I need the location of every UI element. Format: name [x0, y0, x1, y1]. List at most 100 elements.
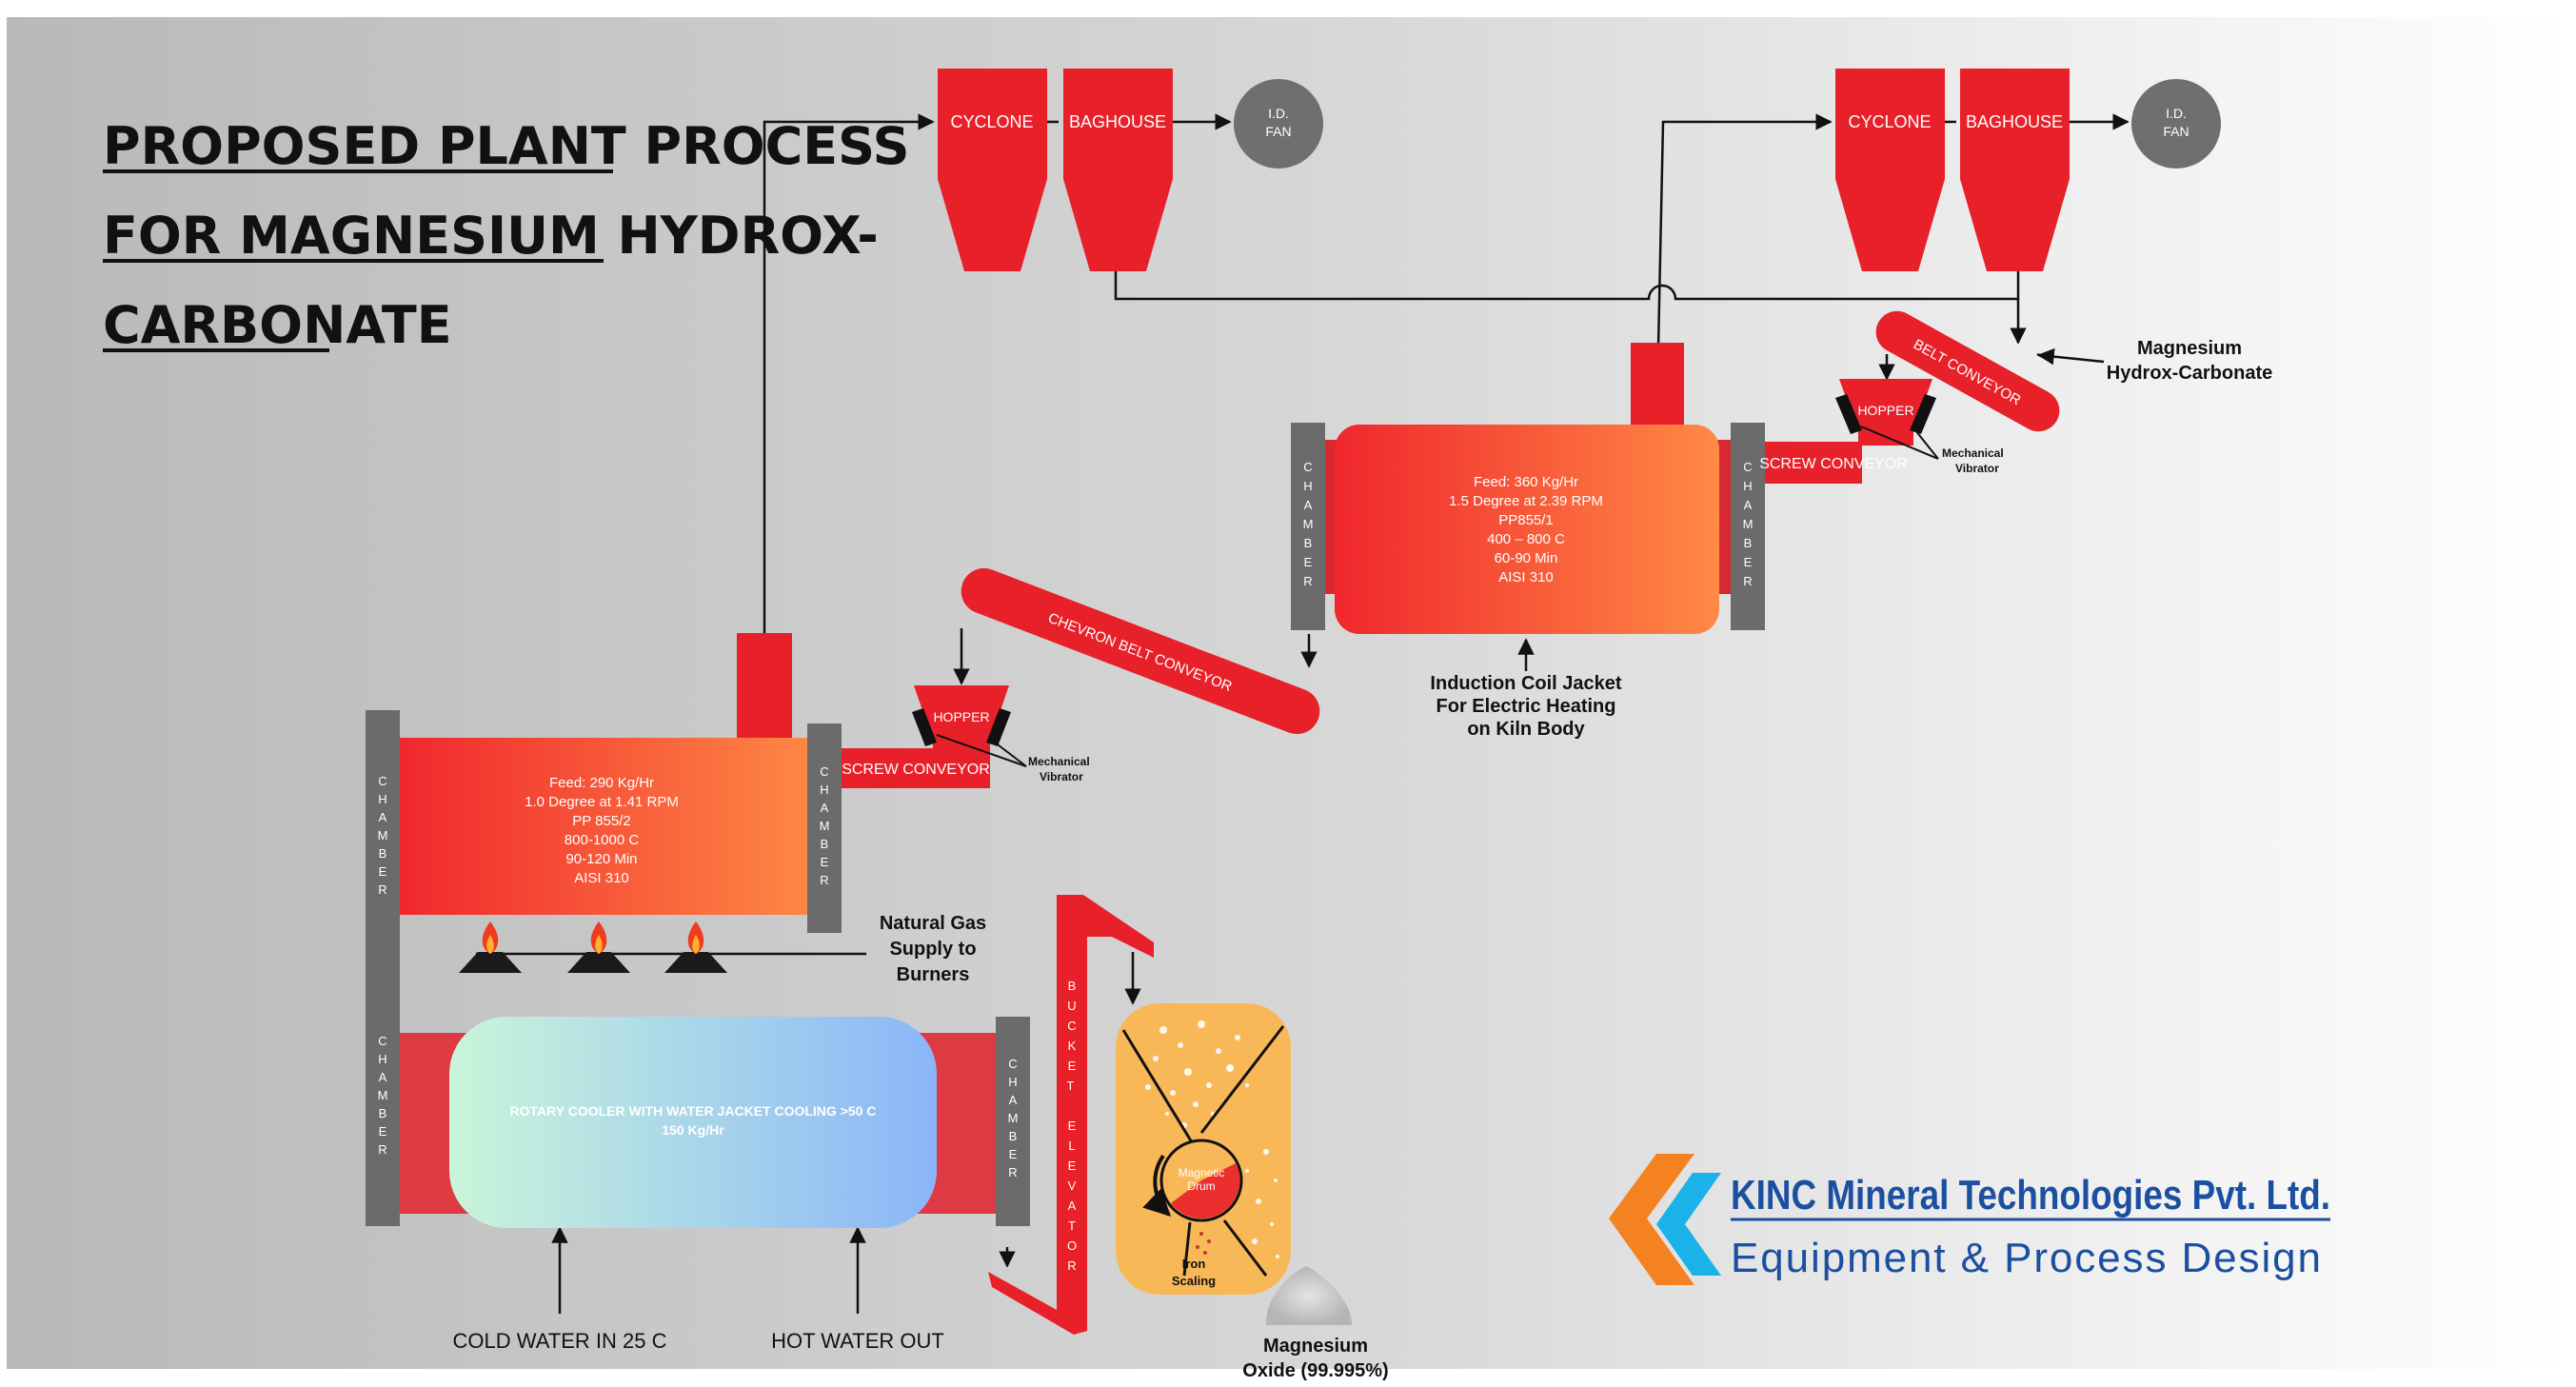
upper-kiln-chamber-left	[1291, 423, 1325, 630]
bucket-elevator-body	[988, 895, 1154, 1335]
iron-scaling-particles	[1196, 1232, 1211, 1255]
upper-hopper-label: HOPPER	[1857, 403, 1913, 418]
induction-label-3: on Kiln Body	[1467, 719, 1585, 740]
upper-vibrator-label-2: Vibrator	[1955, 462, 1999, 475]
upper-kiln-temp: 400 – 800 C	[1487, 531, 1565, 547]
upper-kiln-stack	[1631, 343, 1684, 426]
upper-kiln-feed: Feed: 360 Kg/Hr	[1474, 474, 1578, 490]
upper-kiln-specs: Feed: 360 Kg/Hr 1.5 Degree at 2.39 RPM P…	[1449, 474, 1603, 585]
baghouse-1	[1063, 69, 1173, 271]
id-fan-1-label-top: I.D.	[1268, 106, 1289, 121]
product-label-1: Magnesium	[1263, 1336, 1368, 1357]
page-title: PROPOSED PLANT PROCESS FOR MAGNESIUM HYD…	[103, 116, 910, 355]
upper-vibrator-label-1: Mechanical	[1942, 446, 2004, 460]
lower-kiln-model: PP 855/2	[572, 813, 630, 829]
lower-kiln-slope: 1.0 Degree at 1.41 RPM	[525, 794, 679, 810]
lower-screw-conveyor-label: SCREW CONVEYOR	[842, 762, 990, 778]
magnesium-oxide-pile	[1265, 1266, 1352, 1325]
dust-collection-unit-1: CYCLONE BAGHOUSE I.D. FAN	[938, 69, 1323, 271]
baghouse-1-label: BAGHOUSE	[1069, 112, 1166, 131]
id-fan-1	[1234, 79, 1323, 168]
baghouse-2-label: BAGHOUSE	[1966, 112, 2063, 131]
hot-water-label: HOT WATER OUT	[771, 1329, 944, 1353]
id-fan-2-label-bottom: FAN	[2163, 124, 2189, 139]
logo-chevron-cyan	[1656, 1173, 1721, 1276]
separator-chute	[1222, 1219, 1268, 1277]
lower-kiln-temp: 800-1000 C	[565, 832, 640, 848]
upper-vibrator-line-1	[1860, 426, 1939, 460]
lower-kiln-feed: Feed: 290 Kg/Hr	[549, 775, 654, 791]
lower-kiln-time: 90-120 Min	[565, 851, 637, 867]
iron-scaling-label-1: Iron	[1182, 1257, 1206, 1271]
induction-label-2: For Electric Heating	[1437, 696, 1616, 717]
burner-2	[567, 921, 630, 973]
upper-kiln-chamber-right	[1731, 423, 1765, 630]
magnetic-drum-segment	[1171, 1163, 1240, 1219]
cooler-capacity: 150 Kg/Hr	[662, 1122, 724, 1138]
cooler-chamber-right	[996, 1017, 1030, 1226]
cyclone-1-label: CYCLONE	[950, 112, 1033, 131]
dust-collection-unit-2: CYCLONE BAGHOUSE I.D. FAN	[1835, 69, 2221, 271]
feed-label-1: Magnesium	[2137, 338, 2242, 359]
cooler-body	[449, 1017, 937, 1228]
company-logo: KINC Mineral Technologies Pvt. Ltd. Equi…	[1609, 1154, 2330, 1285]
magnetic-drum-label-1: Magnetic	[1179, 1166, 1225, 1179]
separator-splitter	[1182, 1221, 1192, 1277]
lower-kiln-stack	[737, 633, 792, 738]
burner-1	[459, 921, 522, 973]
lower-hopper-label: HOPPER	[933, 709, 989, 724]
cold-water-label: COLD WATER IN 25 C	[453, 1329, 667, 1353]
lower-kiln-chamber-left	[366, 710, 400, 1226]
upper-kiln-model: PP855/1	[1498, 512, 1554, 528]
lower-kiln-specs: Feed: 290 Kg/Hr 1.0 Degree at 1.41 RPM P…	[525, 775, 679, 886]
logo-company-name: KINC Mineral Technologies Pvt. Ltd.	[1731, 1172, 2330, 1219]
cyclone-1	[938, 69, 1047, 271]
upper-kiln-material: AISI 310	[1498, 569, 1554, 585]
upper-vibrator-line-2	[1914, 429, 1939, 460]
flow-lines	[476, 113, 2130, 1314]
upper-hopper	[1839, 379, 1932, 432]
separator-baffle-right	[1199, 1025, 1285, 1134]
title-line-3: CARBONATE	[103, 295, 452, 355]
id-fan-2-label-top: I.D.	[2166, 106, 2187, 121]
powder-particles	[1145, 1020, 1279, 1258]
gas-label-2: Supply to	[889, 939, 976, 960]
id-fan-1-label-bottom: FAN	[1265, 124, 1291, 139]
separator-baffle-left	[1121, 1029, 1194, 1143]
annotations: Magnesium Hydrox-Carbonate Induction Coi…	[453, 338, 2273, 1381]
title-line-1: PROPOSED PLANT PROCESS	[103, 116, 910, 176]
upper-kiln-slope: 1.5 Degree at 2.39 RPM	[1449, 493, 1603, 509]
lower-screw-conveyor	[842, 748, 990, 788]
magnetic-separator: Magnetic Drum Iron Scaling	[1116, 1003, 1352, 1325]
cooler-title: ROTARY COOLER WITH WATER JACKET COOLING …	[510, 1103, 877, 1119]
lower-hopper	[914, 685, 1009, 741]
lower-vibrator-line-1	[936, 734, 1027, 767]
induction-label-1: Induction Coil Jacket	[1430, 673, 1621, 694]
product-label-2: Oxide (99.995%)	[1242, 1360, 1388, 1381]
burner-3	[664, 921, 727, 973]
baghouse-2	[1960, 69, 2070, 271]
id-fan-2	[2131, 79, 2221, 168]
upper-screw-conveyor-label: SCREW CONVEYOR	[1759, 456, 1908, 472]
cyclone-2-label: CYCLONE	[1848, 112, 1931, 131]
lower-kiln-chamber-right	[807, 723, 842, 933]
feed-label-2: Hydrox-Carbonate	[2107, 363, 2272, 384]
lower-vibrator-label-2: Vibrator	[1040, 770, 1083, 783]
upper-kiln-body	[1335, 425, 1719, 634]
lower-kiln-material: AISI 310	[574, 870, 629, 886]
feed-material-arrow	[2037, 347, 2105, 366]
exhaust-line-2	[1656, 113, 1833, 348]
dust-return-line	[1114, 271, 2018, 301]
